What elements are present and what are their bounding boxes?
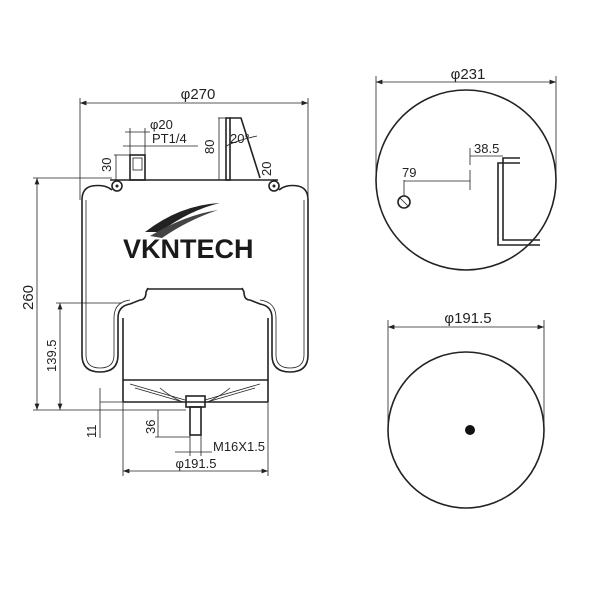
bead-right: [268, 180, 280, 192]
bottom-view: φ191.5: [387, 310, 545, 509]
dim-overall-height: 260: [20, 285, 37, 310]
side-view: φ270 φ20 PT1/4 30 80 20° 20 260 139.5 11…: [20, 86, 309, 476]
bellow-left: [81, 184, 149, 373]
dim-piston-height: 139.5: [44, 339, 59, 372]
bracket-gusset: [230, 117, 261, 179]
bracket-outline: [497, 157, 540, 246]
air-port: [129, 154, 146, 181]
stud-center: [465, 425, 475, 435]
bellow-right: [241, 184, 309, 373]
dim-stud-length: 36: [143, 420, 158, 434]
dim-bottom-diameter: φ191.5: [444, 310, 491, 327]
top-plate-circle: [375, 89, 557, 271]
bead-left: [111, 180, 123, 192]
dim-bracket-angle: 20°: [230, 131, 250, 146]
logo: VKNTECH: [123, 203, 254, 264]
dim-base-offset: 11: [84, 425, 99, 439]
dim-top-diameter: φ231: [451, 66, 486, 83]
logo-text: VKNTECH: [123, 234, 254, 264]
dim-port-diameter: φ20: [150, 117, 173, 132]
dim-stud-thread: M16X1.5: [213, 439, 265, 454]
top-view: φ231 79 38.5: [375, 66, 557, 271]
dim-bracket-width: 20: [259, 162, 274, 176]
stud: [189, 406, 202, 436]
dim-outer-diameter: φ270: [181, 86, 216, 103]
dim-port-thread: PT1/4: [152, 131, 187, 146]
dim-port-height: 30: [99, 158, 114, 172]
dim-port-offset: 79: [402, 165, 416, 180]
bracket-plate: [225, 117, 231, 181]
dim-piston-diameter: φ191.5: [176, 456, 217, 471]
dim-bracket-height: 80: [202, 140, 217, 154]
dim-bracket-offset: 38.5: [474, 141, 499, 156]
